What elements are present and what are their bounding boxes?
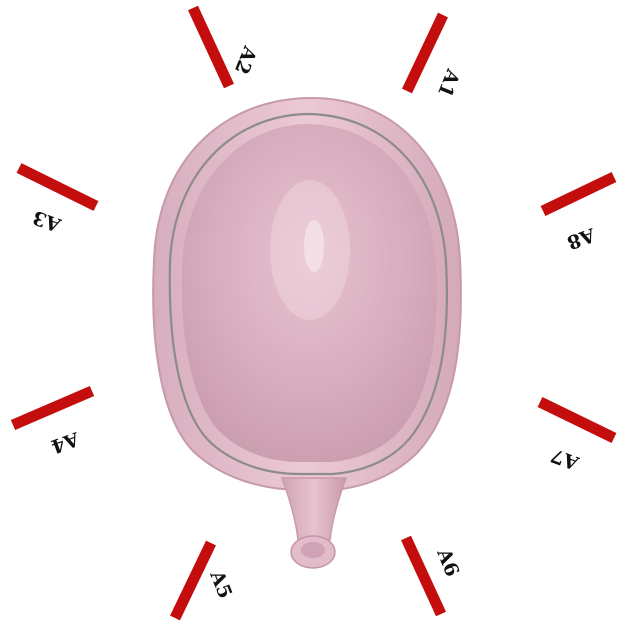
skull-model: [153, 98, 461, 568]
neck-opening-inner: [301, 542, 325, 558]
electrode-bar: [19, 168, 96, 206]
electrode-bar: [406, 538, 441, 614]
electrode-A5: A5: [175, 543, 236, 618]
electrode-label: A7: [548, 444, 583, 475]
electrode-label: A1: [433, 65, 464, 100]
electrode-bar: [13, 391, 92, 425]
electrode-A8: A8: [543, 177, 614, 254]
electrode-A2: A2: [193, 8, 261, 86]
electrode-label: A5: [205, 567, 236, 602]
electrode-label: A4: [48, 427, 83, 458]
electrode-bar: [193, 8, 229, 86]
electrode-bar: [175, 543, 211, 618]
neck-stub: [282, 478, 346, 540]
skull-bright-spot: [304, 220, 324, 272]
electrode-bar: [543, 177, 614, 211]
electrode-A7: A7: [540, 402, 614, 474]
electrode-bar: [540, 402, 614, 438]
electrode-A3: A3: [19, 168, 96, 236]
electrode-A6: A6: [406, 538, 463, 614]
electrode-label: A2: [230, 42, 261, 77]
electrode-bar: [407, 15, 443, 91]
electrode-label: A8: [564, 223, 599, 254]
electrode-label: A6: [432, 545, 463, 580]
electrode-A1: A1: [407, 15, 464, 100]
electrode-A4: A4: [13, 391, 92, 458]
electrode-label: A3: [30, 206, 65, 237]
